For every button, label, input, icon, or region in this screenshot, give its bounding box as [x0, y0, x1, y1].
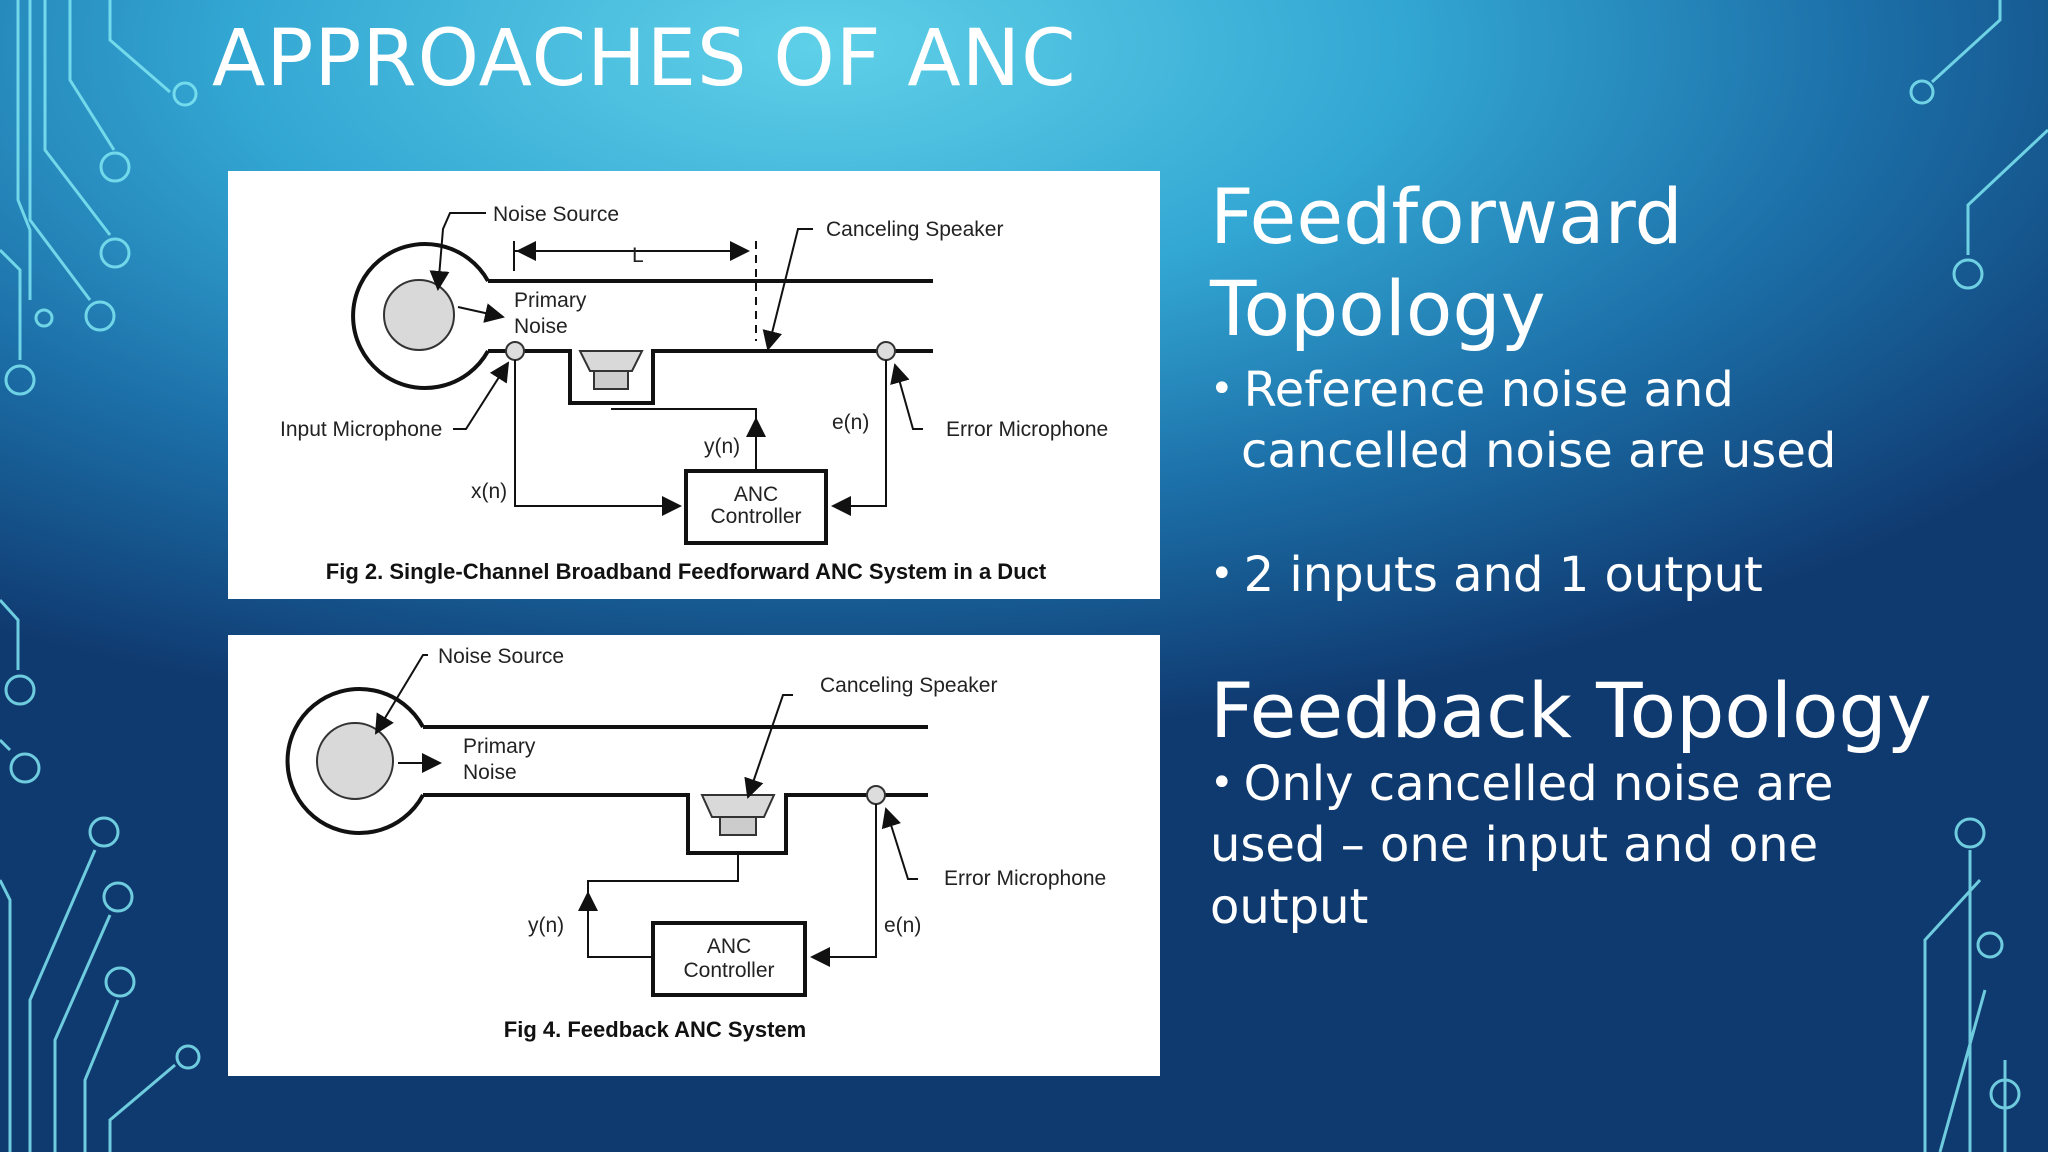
primary-noise-label-line1: Primary [463, 735, 536, 758]
feedforward-diagram: Noise Source L Canceling Speaker Primary… [280, 203, 1108, 584]
feedforward-bullet-1-line1: Reference noise and [1243, 362, 1734, 418]
y-signal-label: y(n) [528, 914, 564, 937]
speaker-icon [578, 350, 644, 372]
controller-label-line2: Controller [683, 959, 774, 982]
noise-source-shape [316, 722, 394, 800]
canceling-speaker-label: Canceling Speaker [820, 674, 997, 697]
feedforward-bullet-1-line2: cancelled noise are used [1241, 423, 1837, 479]
feedforward-bullet-2-text: 2 inputs and 1 output [1243, 547, 1763, 603]
feedforward-heading-line1: Feedforward [1210, 172, 1683, 261]
controller-label-line1: ANC [734, 483, 778, 506]
figure-caption: Fig 4. Feedback ANC System [504, 1017, 806, 1042]
feedforward-figure: Noise Source L Canceling Speaker Primary… [228, 171, 1160, 599]
controller-label-line1: ANC [707, 935, 751, 958]
feedback-bullet-1: •Only cancelled noise are [1210, 752, 1833, 815]
noise-source-label: Noise Source [438, 645, 564, 668]
feedback-bullet-1-line3: output [1210, 879, 1369, 935]
figure-caption: Fig 2. Single-Channel Broadband Feedforw… [326, 559, 1047, 584]
primary-noise-label-line1: Primary [514, 289, 587, 312]
error-microphone-icon [866, 785, 886, 805]
error-microphone-label: Error Microphone [944, 867, 1106, 890]
feedback-heading: Feedback Topology [1210, 666, 1932, 755]
e-signal-label: e(n) [832, 411, 869, 434]
bullet-dot: • [1210, 366, 1234, 412]
length-label: L [632, 244, 644, 267]
feedforward-bullet-1: •Reference noise and [1210, 358, 1734, 421]
noise-source-shape [383, 279, 455, 351]
anc-controller-box [651, 921, 807, 997]
primary-noise-label-line2: Noise [514, 315, 568, 338]
bullet-dot: • [1210, 551, 1234, 597]
y-signal-label: y(n) [704, 435, 740, 458]
feedback-bullet-1-line1: Only cancelled noise are [1243, 756, 1834, 812]
feedback-bullet-1-line2: used – one input and one [1210, 817, 1819, 873]
feedforward-bullet-2: •2 inputs and 1 output [1210, 543, 1763, 606]
feedback-figure: Noise Source Canceling Speaker Primary N… [228, 635, 1160, 1076]
error-microphone-label: Error Microphone [946, 418, 1108, 441]
input-microphone-label: Input Microphone [280, 418, 442, 441]
noise-source-label: Noise Source [493, 203, 619, 226]
feedforward-heading-line2: Topology [1210, 264, 1546, 353]
input-microphone-icon [505, 341, 525, 361]
speaker-icon [700, 794, 776, 818]
feedback-diagram: Noise Source Canceling Speaker Primary N… [285, 645, 1106, 1042]
e-signal-label: e(n) [884, 914, 921, 937]
anc-controller-box [684, 469, 828, 545]
primary-noise-label-line2: Noise [463, 761, 517, 784]
controller-label-line2: Controller [710, 505, 801, 528]
slide-title: APPROACHES OF ANC [212, 14, 1077, 104]
bullet-dot: • [1210, 760, 1234, 806]
canceling-speaker-label: Canceling Speaker [826, 218, 1003, 241]
error-microphone-icon [876, 341, 896, 361]
x-signal-label: x(n) [471, 480, 507, 503]
